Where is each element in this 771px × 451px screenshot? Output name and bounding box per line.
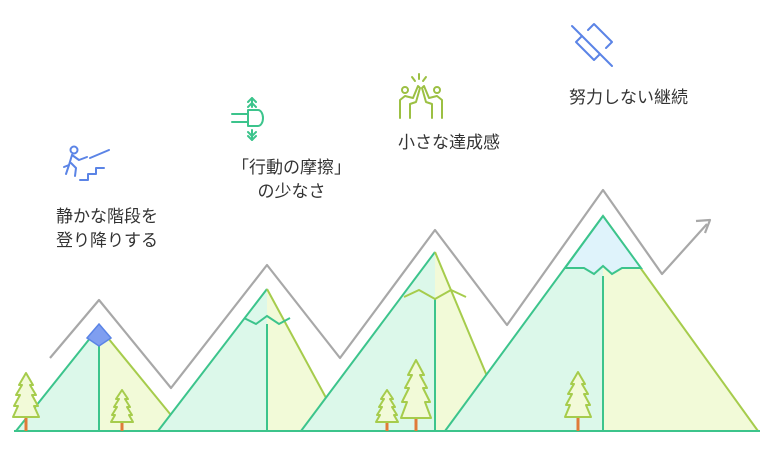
tree — [375, 389, 399, 431]
label-quiet-stairs: 静かな階段を 登り降りする — [56, 205, 158, 253]
snow-cap-3 — [403, 288, 467, 301]
label-small-wins: 小さな達成感 — [398, 131, 500, 155]
mountain-1 — [15, 322, 185, 432]
snow-cap-4 — [563, 214, 643, 276]
ridge-line — [49, 188, 708, 390]
high-five-icon — [399, 73, 443, 119]
arrow-up-down-icon — [231, 97, 264, 141]
label-quiet-stairs-line1: 静かな階段を — [56, 207, 158, 227]
tree — [12, 372, 40, 431]
label-quiet-stairs-line2: 登り降りする — [56, 231, 158, 251]
label-effortless-line1: 努力しない継続 — [569, 88, 688, 108]
snow-cap-2 — [243, 314, 291, 326]
label-low-friction: 「行動の摩擦」 の少なさ — [232, 156, 351, 204]
tree — [564, 371, 592, 431]
mountain-2 — [157, 288, 345, 432]
ridge-arrow-icon — [695, 218, 712, 234]
tree — [400, 359, 432, 431]
label-low-friction-line1: 「行動の摩擦」 — [232, 158, 351, 178]
label-effortless: 努力しない継続 — [569, 86, 688, 110]
tree — [110, 389, 134, 431]
person-climbing-stairs-icon — [63, 145, 110, 181]
mountain-4 — [444, 214, 759, 432]
label-low-friction-line2: の少なさ — [257, 182, 326, 202]
effort-off-icon — [571, 23, 613, 67]
snow-cap-1 — [85, 322, 113, 347]
label-small-wins-line1: 小さな達成感 — [398, 133, 500, 153]
